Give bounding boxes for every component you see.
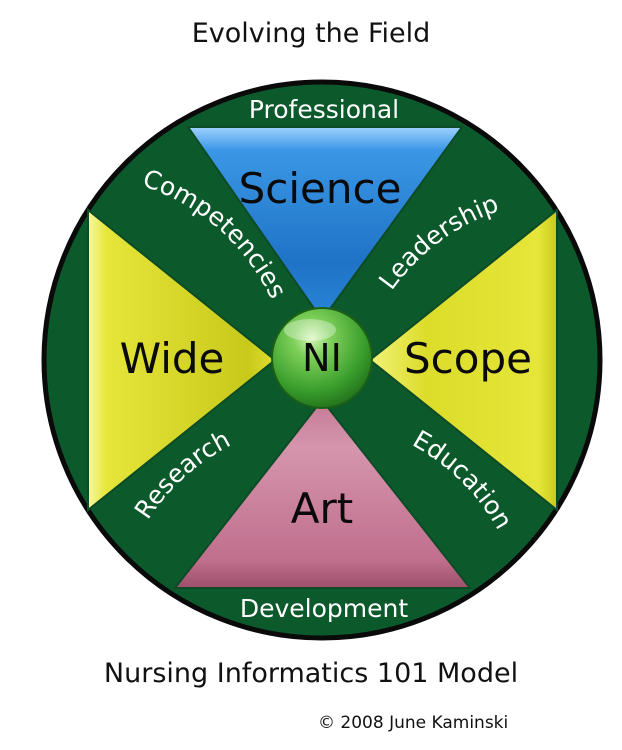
wedge-label-scope: Scope <box>404 334 532 383</box>
science-wedge <box>186 126 464 322</box>
copyright-notice: © 2008 June Kaminski <box>318 713 509 733</box>
diagram-title: Evolving the Field <box>191 18 431 49</box>
hub-label: NI <box>302 336 342 380</box>
hub-sphere <box>271 307 373 409</box>
scope-wedge <box>368 207 558 513</box>
art-wedge <box>172 398 473 589</box>
model-name: Nursing Informatics 101 Model <box>103 658 519 689</box>
wedge-label-wide: Wide <box>120 334 225 383</box>
wedge-label-art: Art <box>291 484 353 533</box>
hub-highlight <box>284 319 336 341</box>
wedge-label-science: Science <box>239 164 402 213</box>
ring-label-professional: Professional <box>249 95 399 124</box>
ring-label-development: Development <box>240 594 408 623</box>
wide-wedge <box>87 207 277 513</box>
